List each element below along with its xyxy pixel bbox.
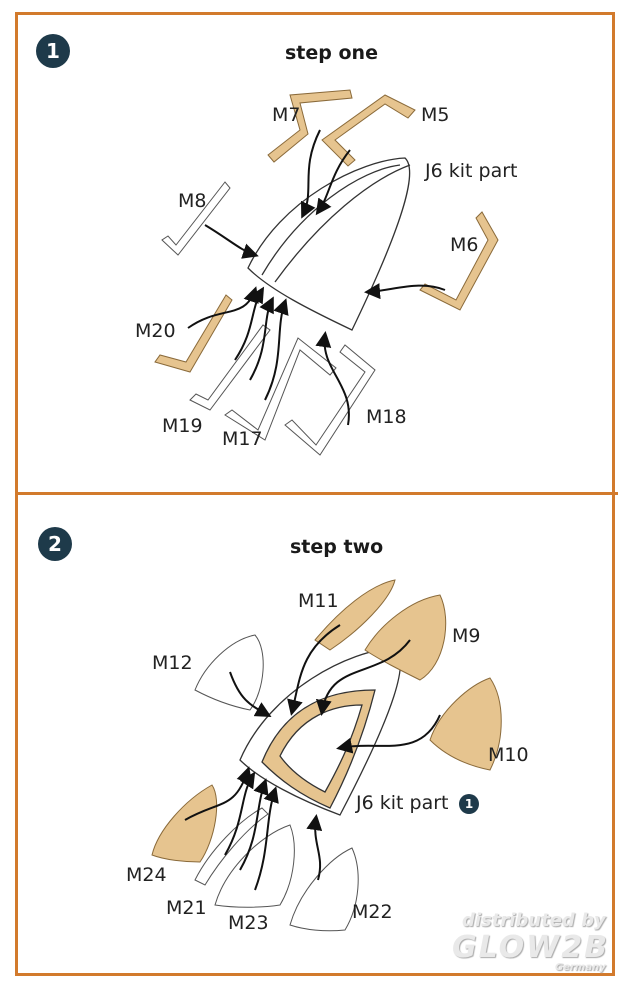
arrows-step2	[184, 624, 441, 891]
watermark-line1: distributed by	[462, 910, 606, 931]
mask-m24	[151, 784, 218, 863]
mask-m20	[154, 294, 233, 373]
part-label-j6: J6 kit part	[425, 160, 518, 182]
mask-m8	[161, 181, 231, 256]
part-label-m24: M24	[126, 864, 167, 886]
canopy-j6-step2	[239, 647, 402, 816]
part-label-j6: J6 kit part	[356, 792, 449, 814]
part-label-m7: M7	[272, 104, 301, 126]
part-label-m20: M20	[135, 320, 176, 342]
part-label-m6: M6	[450, 234, 479, 256]
part-label-m9: M9	[452, 625, 481, 647]
part-label-m19: M19	[162, 415, 203, 437]
canopy-j6-step1	[247, 157, 411, 331]
mask-m23	[214, 824, 295, 908]
part-label-m12: M12	[152, 652, 193, 674]
watermark-line3: Germany	[555, 962, 606, 973]
mask-m10	[429, 677, 502, 771]
step-number-badge: 1	[36, 34, 70, 68]
mask-m7	[267, 89, 353, 163]
part-label-m21: M21	[166, 897, 207, 919]
mask-m21	[194, 807, 269, 886]
mask-m6	[419, 211, 499, 311]
part-label-m23: M23	[228, 912, 269, 934]
step-title: step one	[285, 42, 378, 64]
part-label-m5: M5	[421, 104, 450, 126]
watermark-logo: GLOW2B	[452, 930, 610, 965]
step-title: step two	[290, 536, 384, 558]
mask-m12	[194, 634, 264, 711]
mask-m5	[321, 94, 416, 167]
arrows-step1	[187, 129, 446, 426]
mask-m11	[314, 579, 396, 651]
part-label-m18: M18	[366, 406, 407, 428]
mask-m17	[224, 337, 337, 441]
part-label-m22: M22	[352, 901, 393, 923]
part-label-m11: M11	[298, 590, 339, 612]
mask-m18	[284, 344, 376, 456]
mask-m9	[364, 594, 447, 681]
mask-m22	[289, 847, 359, 932]
part-label-m8: M8	[178, 190, 207, 212]
step-number-badge: 2	[38, 527, 72, 561]
mask-m19	[189, 324, 271, 411]
step-reference-badge: 1	[459, 794, 479, 814]
part-label-m17: M17	[222, 428, 263, 450]
part-label-m10: M10	[488, 744, 529, 766]
panel-divider	[15, 492, 618, 495]
